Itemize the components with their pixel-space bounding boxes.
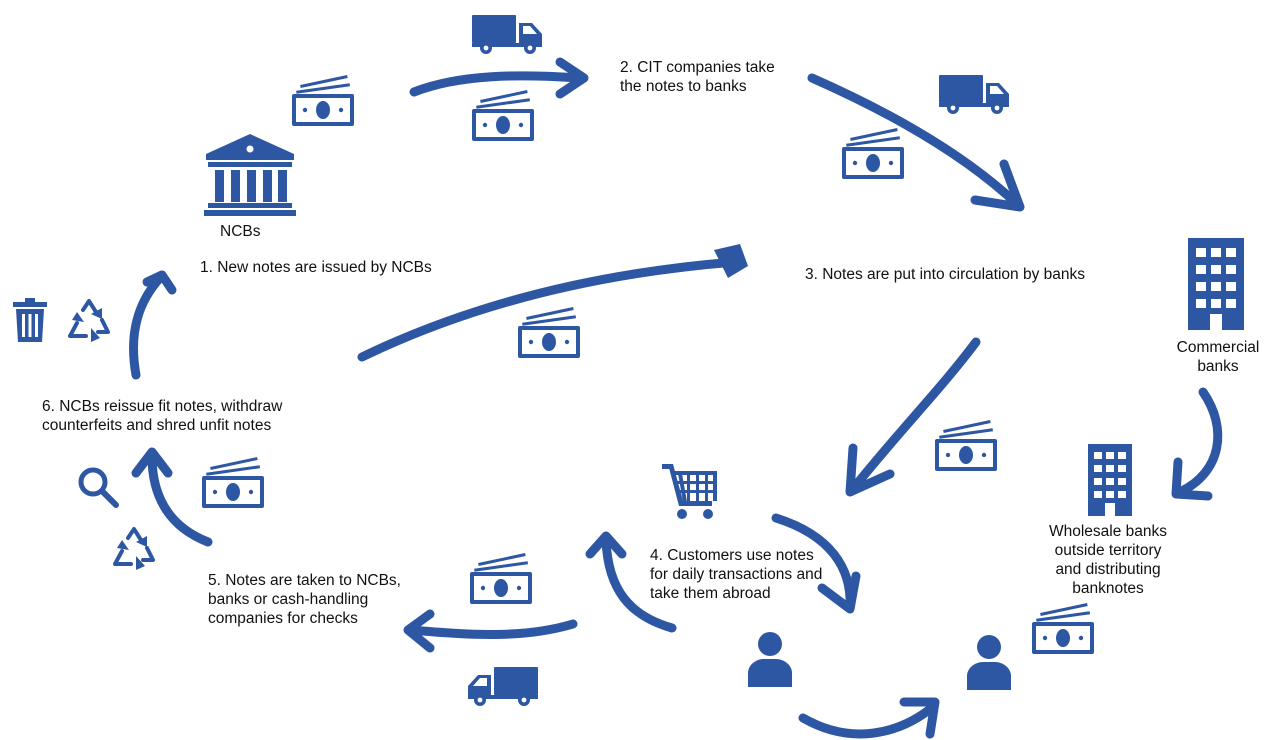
step4-label: 4. Customers use notes for daily transac…: [650, 547, 823, 602]
magnifier-icon: [77, 466, 119, 508]
step5-label: 5. Notes are taken to NCBs, banks or cas…: [208, 572, 401, 627]
truck-icon: [466, 667, 538, 707]
arrow-banks-to-wholesale: [1175, 387, 1223, 497]
commercial-banks-label: Commercial banks: [1176, 339, 1260, 375]
arrow-customer-to-abroad: [798, 701, 939, 739]
office-building-icon: [1088, 444, 1132, 516]
recycle-icon: [64, 298, 114, 342]
step6-label: 6. NCBs reissue fit notes, withdraw coun…: [42, 398, 283, 434]
truck-icon: [472, 15, 544, 55]
arrow-step6-to-step3: [357, 257, 740, 362]
arrow-step5-to-step6: [147, 451, 213, 547]
arrow-step3-to-step4: [847, 337, 981, 495]
banknote-icon: [840, 128, 906, 181]
recycle-icon: [109, 526, 159, 570]
banknote-icon: [933, 420, 999, 473]
person-icon: [965, 634, 1013, 690]
central-bank-icon: [204, 134, 296, 216]
arrow-step1-to-step2: [409, 71, 585, 97]
ncbs-label: NCBs: [220, 223, 261, 240]
banknote-icon: [1030, 603, 1096, 656]
truck-icon: [939, 75, 1011, 115]
banknote-icon: [290, 75, 356, 128]
banknote-icon: [200, 457, 266, 510]
wholesale-banks-label: Wholesale banks outside territory and di…: [1048, 523, 1168, 597]
step2-label: 2. CIT companies take the notes to banks: [620, 59, 775, 95]
banknote-icon: [470, 90, 536, 143]
arrow-step4-return: [601, 535, 677, 633]
step1-label: 1. New notes are issued by NCBs: [200, 259, 432, 276]
arrow-step6-to-step1: [129, 273, 165, 380]
person-icon: [746, 631, 794, 687]
office-building-icon: [1188, 238, 1244, 330]
shopping-cart-icon: [662, 462, 718, 522]
arrow-step4-to-step5: [405, 619, 578, 639]
arrow-step2-to-step3: [807, 73, 1023, 210]
trash-bin-icon: [13, 298, 47, 342]
banknote-icon: [516, 307, 582, 360]
banknote-icon: [468, 553, 534, 606]
step3-label: 3. Notes are put into circulation by ban…: [805, 266, 1086, 283]
